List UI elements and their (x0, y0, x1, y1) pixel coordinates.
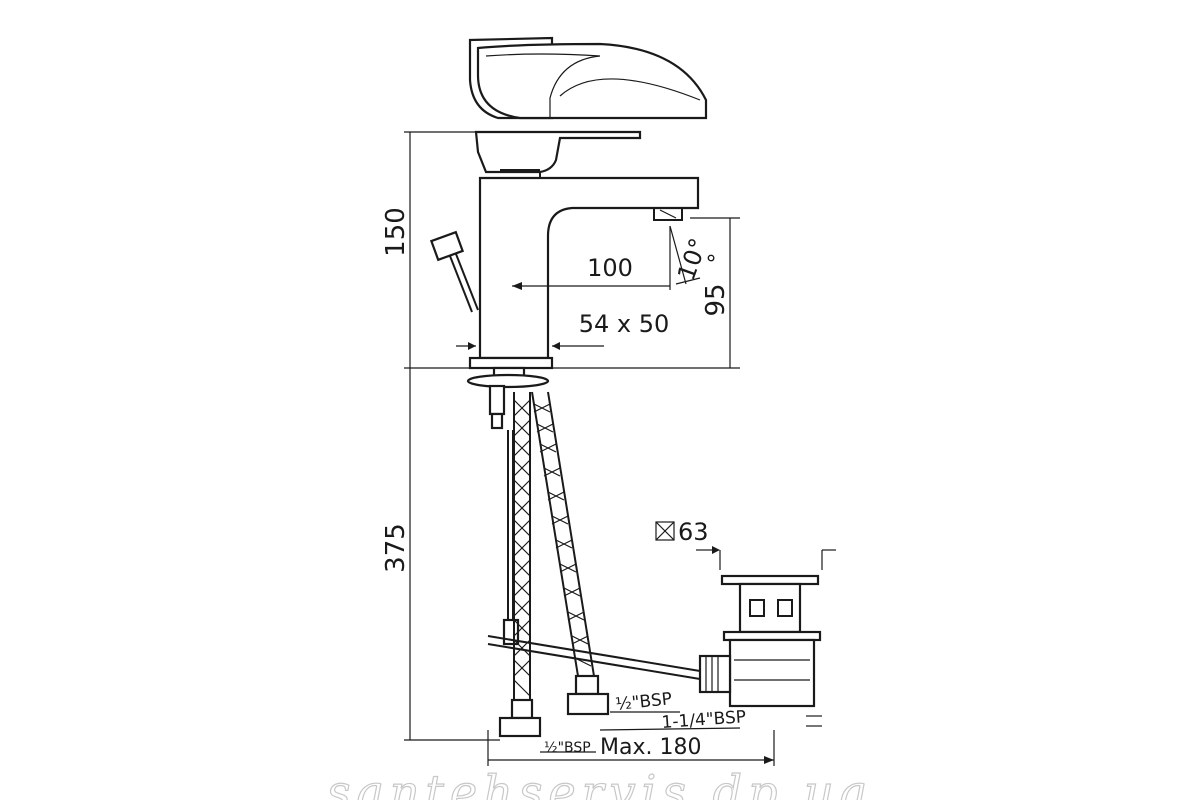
hose-thread-leader (540, 711, 741, 753)
waste-linkage-rod (487, 635, 707, 681)
square-symbol-icon (655, 521, 675, 541)
hose-left (498, 392, 542, 738)
dim-95-line (690, 217, 740, 368)
dim-63-line (696, 546, 836, 570)
dim-100-label: 100 (587, 254, 633, 282)
hose-right (531, 391, 610, 716)
dim-max-180-label: Max. 180 (600, 735, 701, 760)
dim-100-line (512, 226, 671, 290)
dim-54x50-line (456, 342, 604, 350)
dim-375-label: 375 (381, 523, 411, 573)
watermark: santehservis.dp.ua (327, 765, 873, 800)
dim-54x50-label: 54 x 50 (579, 310, 670, 338)
angle-10-line (669, 225, 701, 285)
waste-depth-ticks (806, 715, 822, 727)
dim-150-label: 150 (381, 207, 411, 257)
lever-top-view (468, 36, 708, 120)
pop-up-waste (698, 574, 822, 708)
dim-150-line (404, 131, 740, 369)
fixing-nut (466, 366, 550, 430)
dim-95-degree: ° (705, 253, 730, 264)
angle-10-label: 10° (672, 234, 713, 284)
waste-thread-label: 1-1/4"BSP (661, 707, 747, 733)
faucet-side-view (429, 130, 700, 370)
dim-95-label: 95 (701, 283, 731, 316)
dim-375-line (404, 368, 500, 741)
dim-max-180-line (487, 730, 775, 766)
dim-63-label: 63 (678, 518, 709, 546)
hose-thread-small-label: ½"BSP (544, 740, 591, 756)
hose-thread-label: ½"BSP (614, 689, 672, 715)
